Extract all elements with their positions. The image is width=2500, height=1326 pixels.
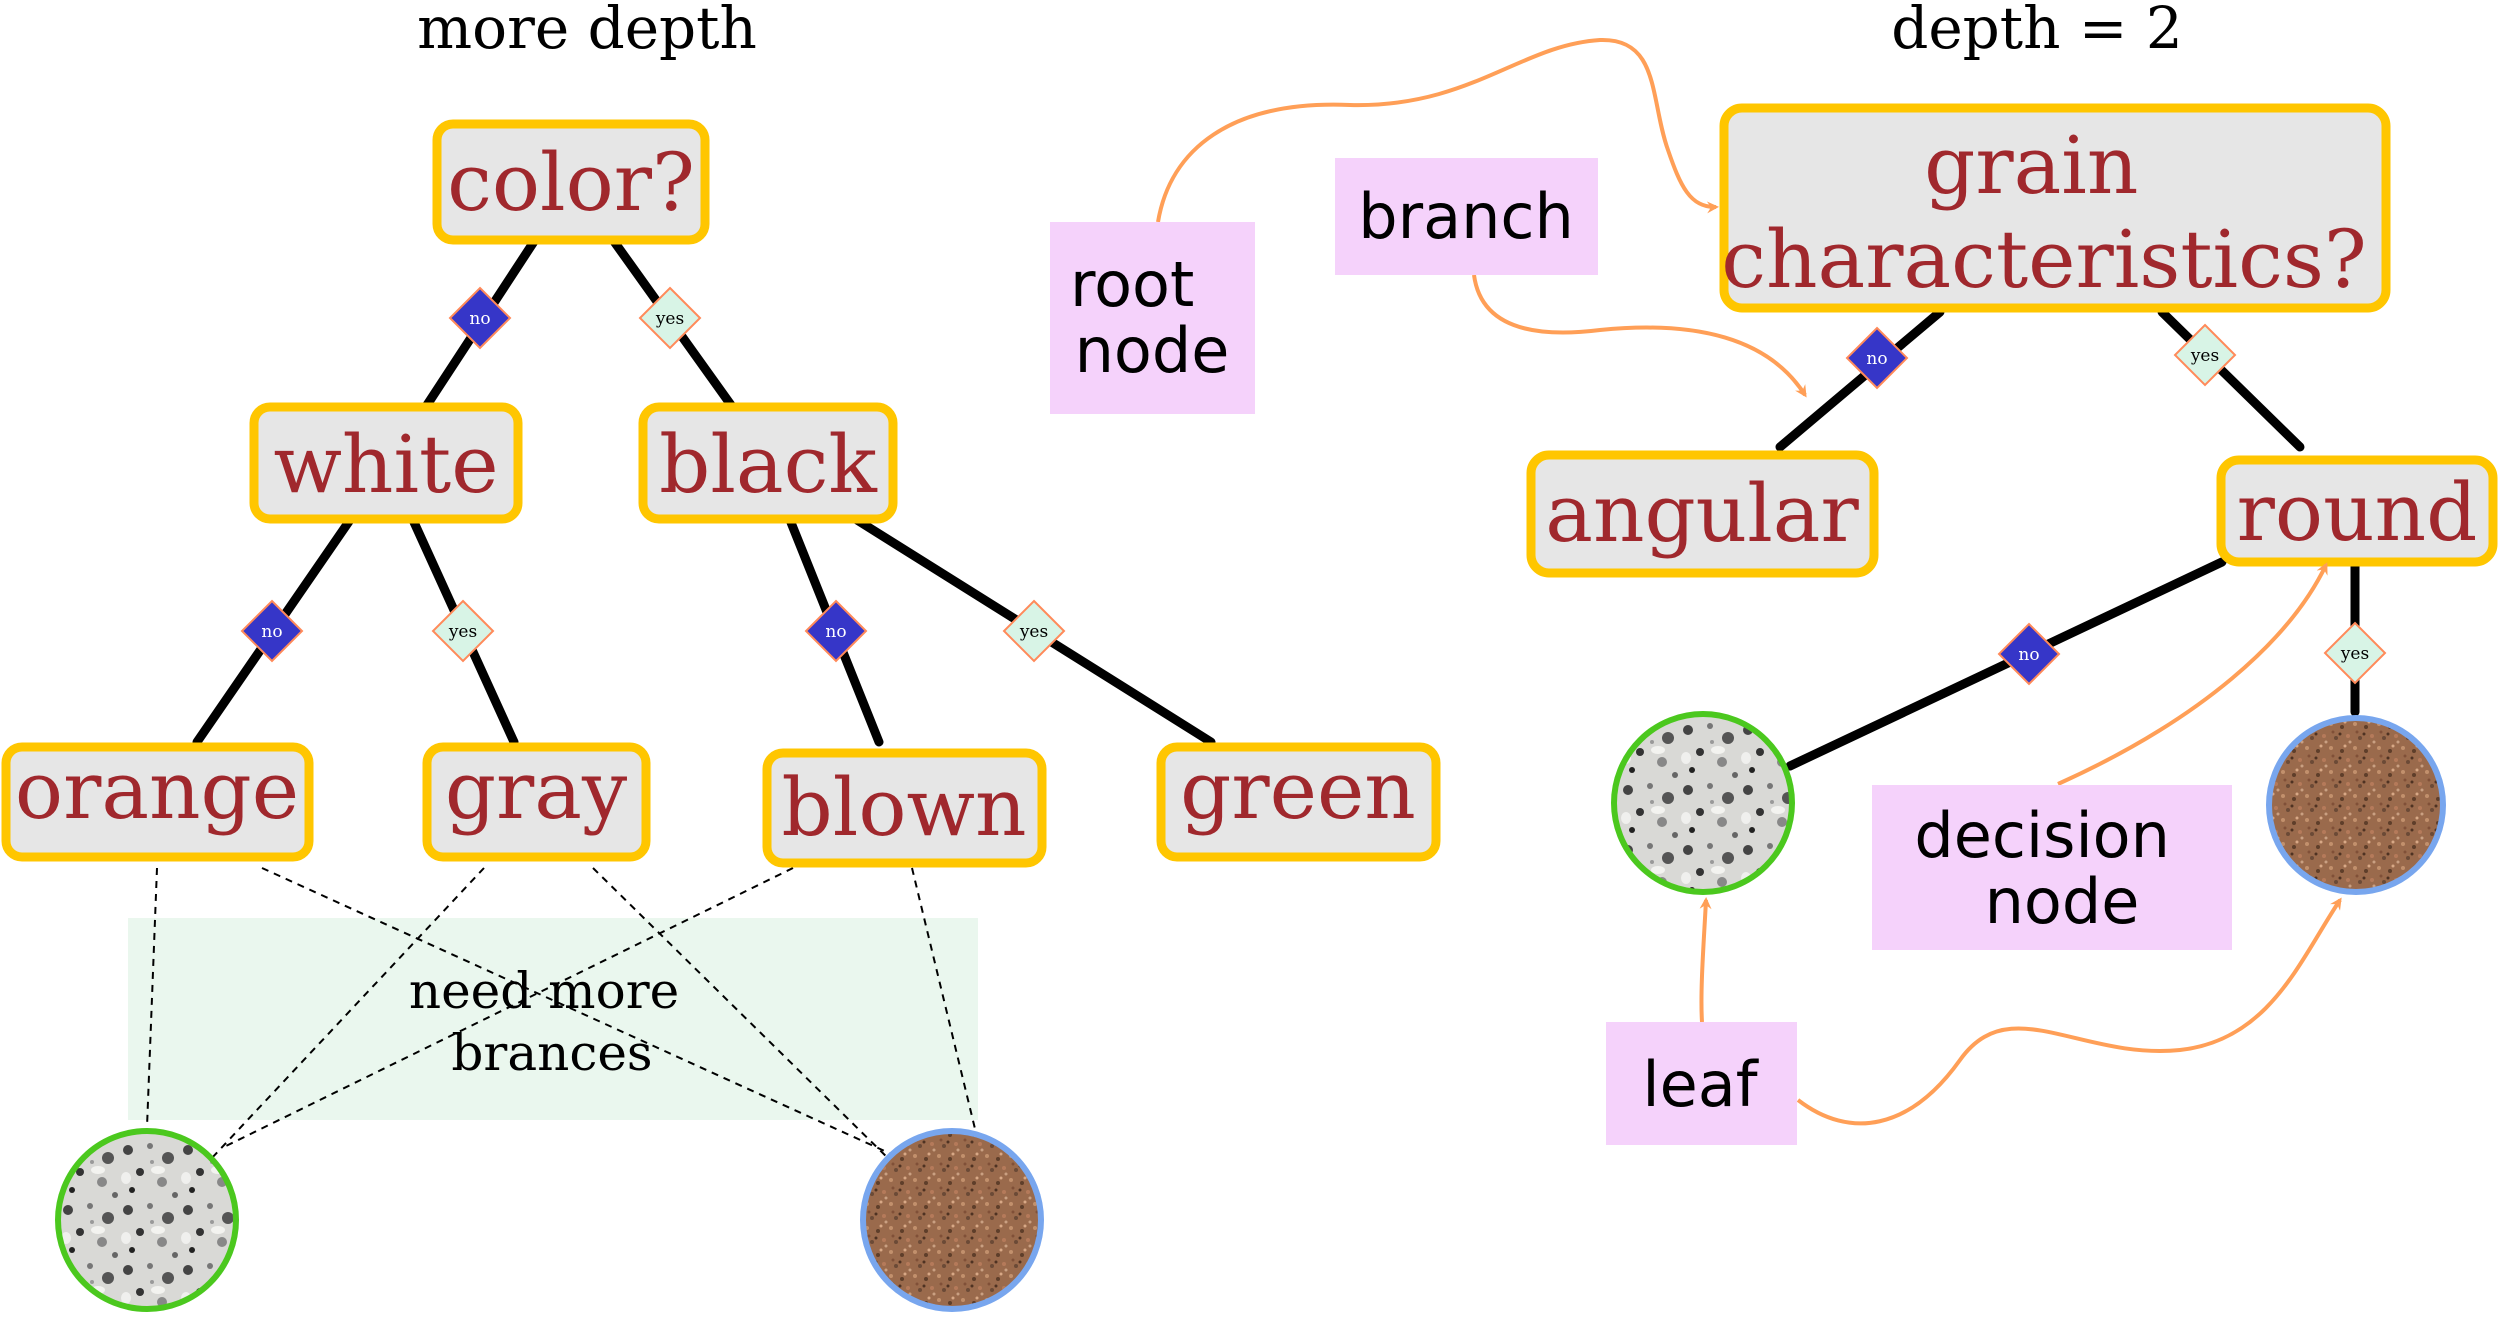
branch-arrow (1472, 274, 1807, 398)
edge-label-no: no (448, 286, 512, 350)
node-black: black (638, 402, 898, 524)
granite-leaf-image (55, 1128, 239, 1312)
edge-label-no: no (1845, 326, 1909, 390)
svg-text:black: black (659, 418, 878, 511)
svg-text:decision node: decision node (1914, 799, 2189, 938)
svg-text:no: no (2018, 645, 2039, 665)
edge-label-yes: yes (2173, 323, 2237, 387)
svg-text:blown: blown (782, 761, 1027, 854)
svg-text:gray: gray (445, 744, 627, 837)
edge-label-yes: yes (638, 286, 702, 350)
edge-round-granite (1785, 557, 2227, 771)
node-orange: orange (1, 742, 314, 862)
annotation-decision-node: decision node (1872, 785, 2232, 950)
right-tree: no yes no yes grain characteristics? ang… (1526, 103, 2498, 895)
svg-text:orange: orange (15, 744, 299, 837)
left-tree: need more brances no yes (1, 119, 1441, 1312)
svg-text:no: no (261, 622, 282, 642)
leaf-arrow-left (1699, 897, 1712, 1023)
edge-grain-angular (1775, 307, 1945, 452)
right-title: depth = 2 (1891, 0, 2183, 62)
svg-text:white: white (273, 418, 498, 511)
annotation-root-node: root node (1050, 222, 1255, 414)
node-gray: gray (422, 742, 651, 862)
svg-text:yes: yes (448, 622, 477, 642)
svg-text:no: no (469, 309, 490, 329)
node-round: round (2216, 455, 2498, 567)
edge-label-yes: yes (1002, 599, 1066, 663)
sandstone-leaf-image (860, 1128, 1044, 1312)
left-title: more depth (417, 0, 757, 62)
leaf-arrow-right (1796, 897, 2342, 1126)
svg-text:green: green (1180, 744, 1416, 837)
node-color: color? (432, 119, 710, 245)
node-angular: angular (1526, 450, 1879, 578)
edge-label-yes: yes (431, 599, 495, 663)
sandstone-leaf-image (2266, 715, 2446, 895)
need-more-branches-box (128, 918, 978, 1120)
svg-text:angular: angular (1545, 467, 1859, 560)
svg-text:yes: yes (2190, 346, 2219, 366)
svg-text:yes: yes (655, 309, 684, 329)
edge-label-yes: yes (2323, 621, 2387, 685)
node-blown: blown (762, 748, 1047, 868)
svg-text:yes: yes (2340, 644, 2369, 664)
annotations: root node branch decision node leaf (1050, 37, 2342, 1145)
node-grain-characteristics: grain characteristics? (1719, 103, 2391, 313)
annotation-branch: branch (1335, 158, 1598, 275)
decision-node-arrow (2057, 562, 2328, 786)
svg-text:grain characteristics?: grain characteristics? (1721, 119, 2367, 306)
edge-label-no: no (240, 599, 304, 663)
svg-text:no: no (825, 622, 846, 642)
edge-label-no: no (1997, 622, 2061, 686)
svg-text:no: no (1866, 349, 1887, 369)
svg-text:color?: color? (447, 136, 695, 229)
edge-grain-round (2157, 307, 2305, 452)
svg-text:yes: yes (1019, 622, 1048, 642)
svg-text:round: round (2237, 466, 2478, 559)
node-green: green (1156, 742, 1441, 862)
svg-text:leaf: leaf (1642, 1048, 1759, 1121)
dashed-connectors (146, 867, 977, 1169)
root-node-arrow (1156, 37, 1719, 223)
edge-label-no: no (804, 599, 868, 663)
svg-text:branch: branch (1358, 180, 1574, 253)
annotation-leaf: leaf (1606, 1022, 1797, 1145)
granite-leaf-image (1611, 711, 1795, 895)
svg-text:root node: root node (1070, 248, 1229, 387)
node-white: white (249, 402, 523, 524)
